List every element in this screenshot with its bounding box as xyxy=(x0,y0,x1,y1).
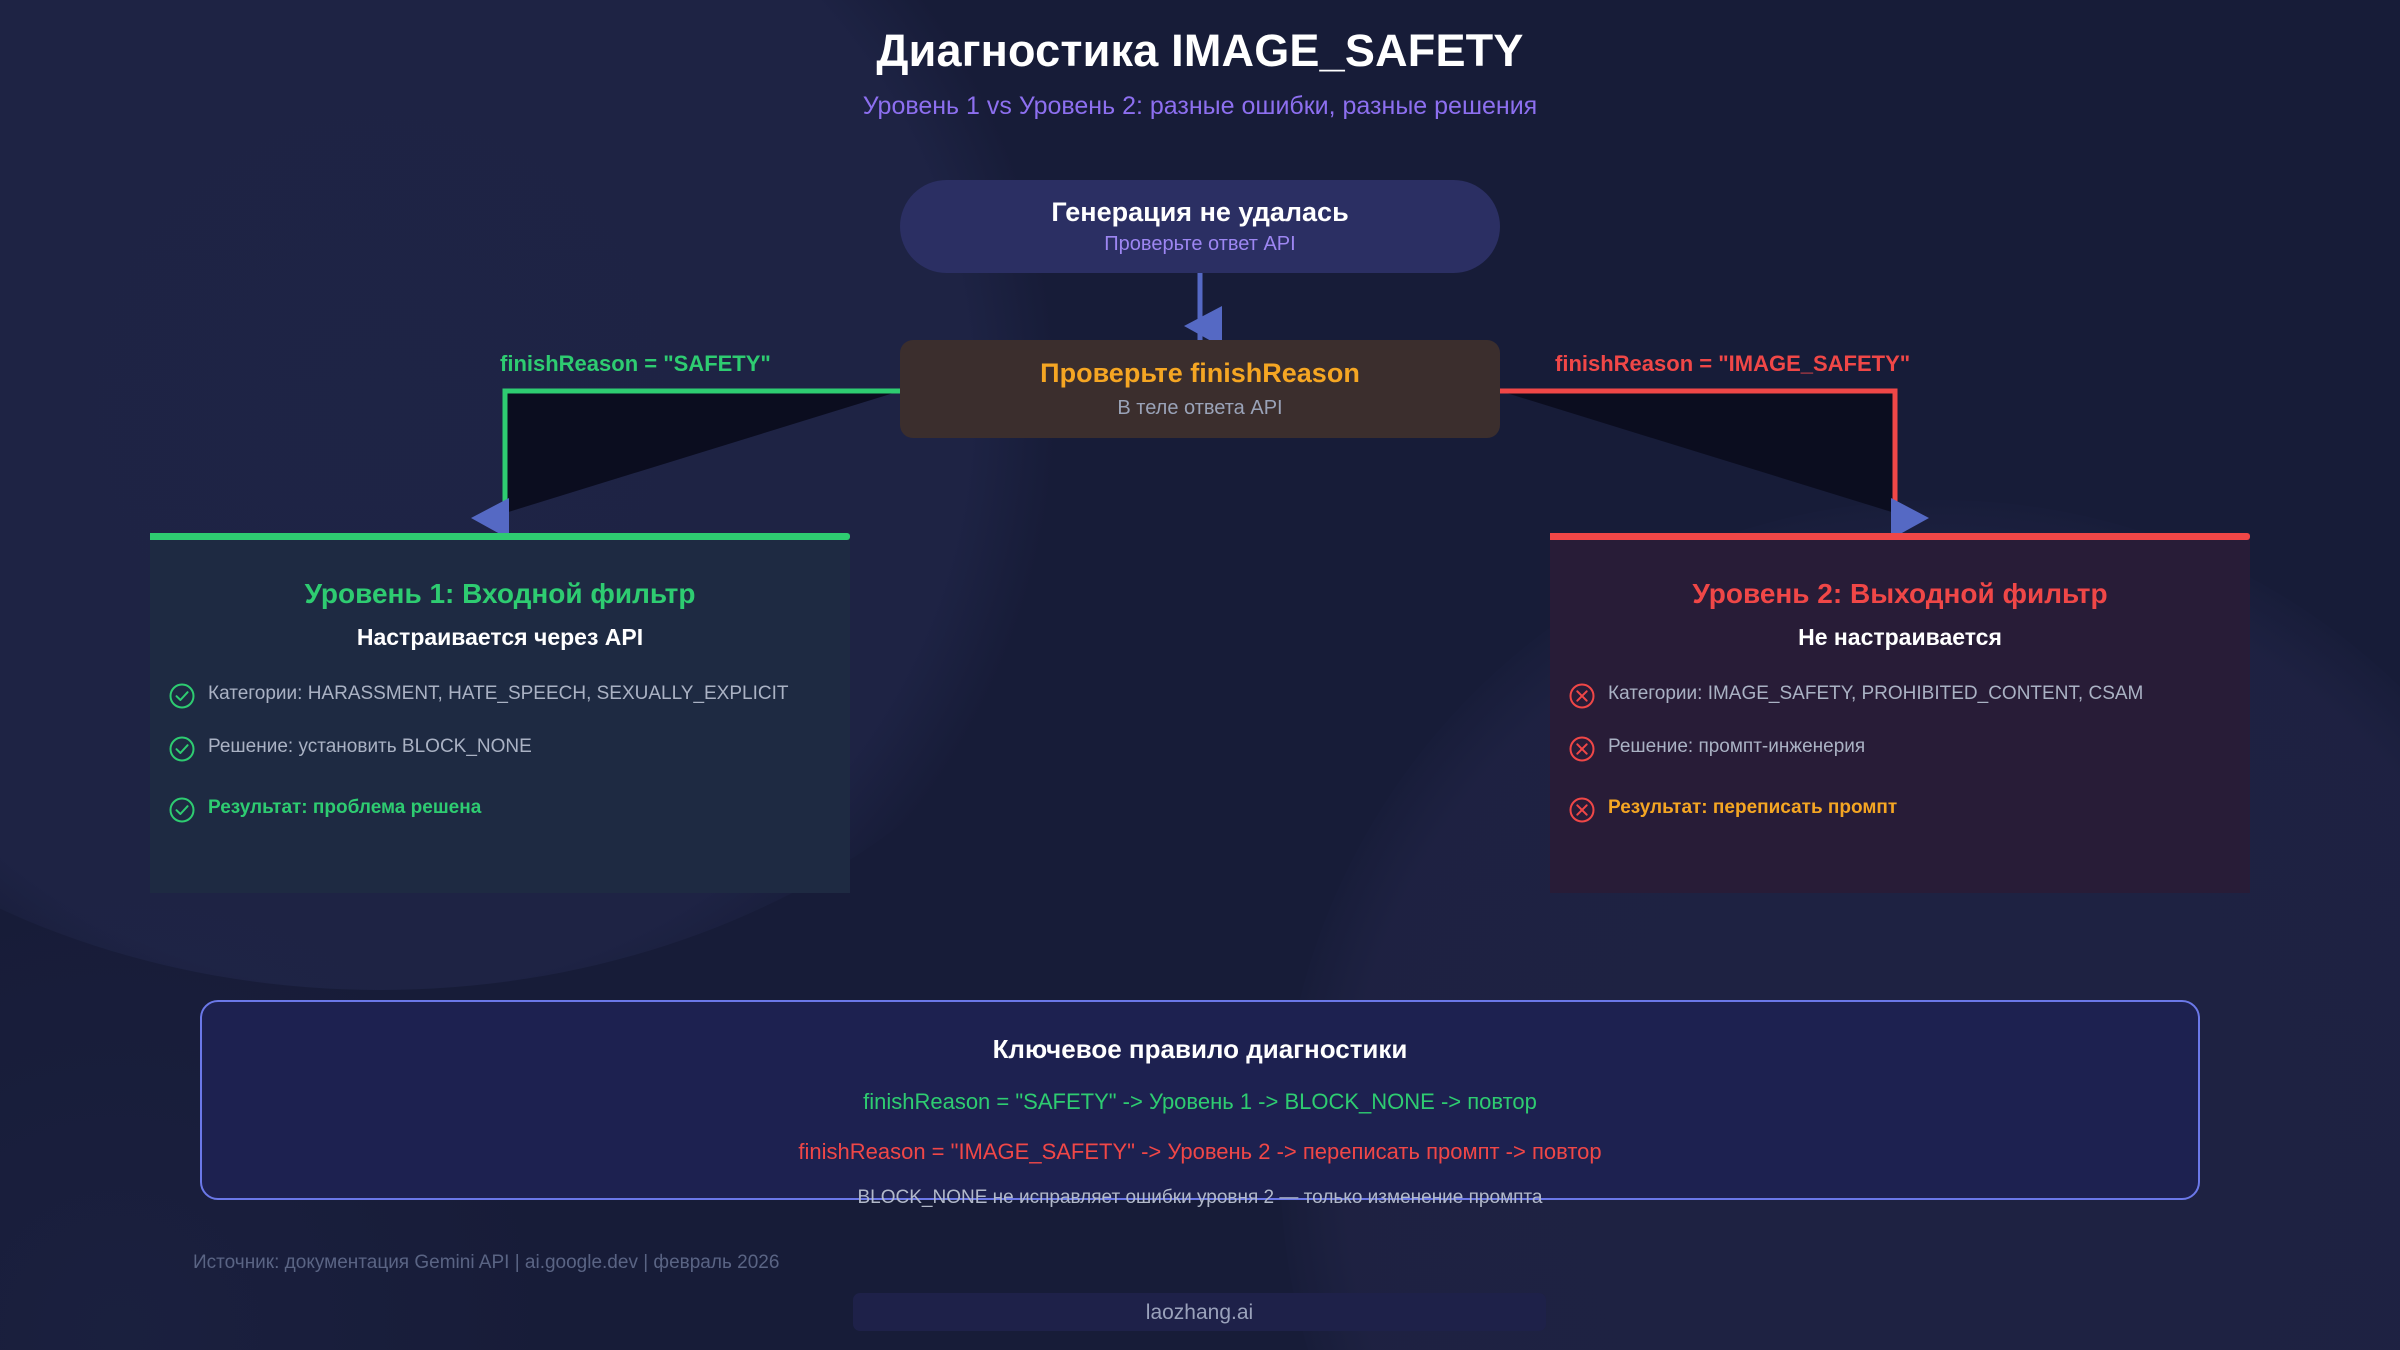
node-start-title: Генерация не удалась xyxy=(1051,196,1349,227)
card-left-subheading: Настраивается через API xyxy=(356,624,644,651)
card-level-1-input-filter[interactable]: Уровень 1: Входной фильтр Настраивается … xyxy=(150,533,850,893)
card-level-2-output-filter[interactable]: Уровень 2: Выходной фильтр Не настраивае… xyxy=(1550,533,2250,893)
list-item: Результат: переписать промпт xyxy=(1569,795,2218,823)
connector-right-branch xyxy=(1500,388,1898,533)
node-decision-subtitle: В теле ответа API xyxy=(1117,397,1283,420)
connector-wedge-right xyxy=(1500,391,1895,513)
list-item-label: Решение: установить BLOCK_NONE xyxy=(208,735,532,757)
card-left-accent-bar xyxy=(150,533,850,540)
list-item: Результат: проблема решена xyxy=(169,795,818,823)
key-rule-note: BLOCK_NONE не исправляет ошибки уровня 2… xyxy=(857,1186,1543,1208)
connector-wedge-left xyxy=(505,391,900,513)
card-right-subheading: Не настраивается xyxy=(1798,624,2002,651)
page-subtitle: Уровень 1 vs Уровень 2: разные ошибки, р… xyxy=(862,91,1538,120)
card-left-bullet-list: Категории: HARASSMENT, HATE_SPEECH, SEXU… xyxy=(150,681,850,823)
list-item: Решение: промпт-инженерия xyxy=(1569,734,2218,762)
list-item: Категории: IMAGE_SAFETY, PROHIBITED_CONT… xyxy=(1569,681,2218,709)
list-item: Решение: установить BLOCK_NONE xyxy=(169,734,818,762)
card-right-body: Уровень 2: Выходной фильтр Не настраивае… xyxy=(1550,540,2250,893)
key-rule-line-safety: finishReason = "SAFETY" -> Уровень 1 -> … xyxy=(863,1088,1537,1114)
x-circle-icon xyxy=(1568,796,1596,824)
list-item-label: Результат: переписать промпт xyxy=(1608,796,1898,818)
x-circle-icon xyxy=(1568,735,1596,763)
branch-label-image-safety: finishReason = "IMAGE_SAFETY" xyxy=(1555,351,1911,376)
list-item: Категории: HARASSMENT, HATE_SPEECH, SEXU… xyxy=(169,681,818,709)
page-header: Диагностика IMAGE_SAFETY Уровень 1 vs Ур… xyxy=(0,26,2400,120)
card-right-accent-bar xyxy=(1550,533,2250,540)
footer-source: Источник: документация Gemini API | ai.g… xyxy=(193,1252,780,1273)
list-item-label: Категории: HARASSMENT, HATE_SPEECH, SEXU… xyxy=(208,682,789,704)
list-item-label: Решение: промпт-инженерия xyxy=(1608,735,1866,757)
card-right-heading: Уровень 2: Выходной фильтр xyxy=(1692,578,2108,609)
connector-left-branch xyxy=(502,388,900,533)
list-item-label: Результат: проблема решена xyxy=(208,796,482,818)
key-rule-box: Ключевое правило диагностики finishReaso… xyxy=(200,1000,2200,1208)
key-rule-title: Ключевое правило диагностики xyxy=(992,1034,1408,1064)
watermark-bar: laozhang.ai xyxy=(853,1293,1546,1331)
list-item-label: Категории: IMAGE_SAFETY, PROHIBITED_CONT… xyxy=(1608,682,2144,704)
page-title: Диагностика IMAGE_SAFETY xyxy=(876,25,1524,76)
node-start-subtitle: Проверьте ответ API xyxy=(1104,233,1296,256)
check-circle-icon xyxy=(168,796,196,824)
node-decision-title: Проверьте finishReason xyxy=(1040,357,1360,388)
card-right-bullet-list: Категории: IMAGE_SAFETY, PROHIBITED_CONT… xyxy=(1550,681,2250,823)
check-circle-icon xyxy=(168,735,196,763)
node-check-finishreason[interactable]: Проверьте finishReason В теле ответа API xyxy=(900,340,1500,438)
node-generation-failed[interactable]: Генерация не удалась Проверьте ответ API xyxy=(900,180,1500,273)
branch-label-safety: finishReason = "SAFETY" xyxy=(500,351,771,376)
key-rule-line-image-safety: finishReason = "IMAGE_SAFETY" -> Уровень… xyxy=(798,1138,1602,1164)
x-circle-icon xyxy=(1568,682,1596,710)
watermark-label: laozhang.ai xyxy=(1145,1300,1254,1324)
card-left-heading: Уровень 1: Входной фильтр xyxy=(304,578,696,609)
card-left-body: Уровень 1: Входной фильтр Настраивается … xyxy=(150,540,850,893)
check-circle-icon xyxy=(168,682,196,710)
